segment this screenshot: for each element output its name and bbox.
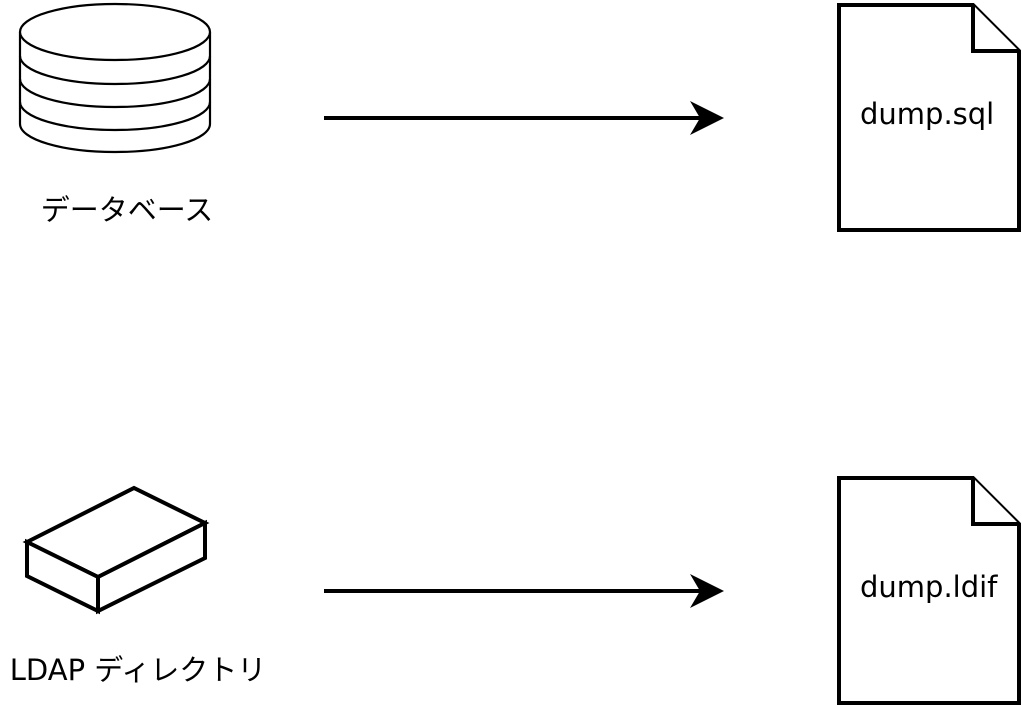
arrow-ldap-to-ldif <box>324 574 724 608</box>
ldap-label: LDAP ディレクトリ <box>10 653 267 687</box>
database-icon <box>18 2 212 154</box>
ldap-box-icon <box>22 485 210 615</box>
arrow-database-to-sql <box>324 101 724 135</box>
sql-file-label: dump.sql <box>860 97 994 131</box>
database-label: データベース <box>41 193 214 227</box>
ldif-file-label: dump.ldif <box>860 570 998 604</box>
sql-document-icon <box>837 3 1021 232</box>
ldif-document-icon <box>837 476 1021 705</box>
